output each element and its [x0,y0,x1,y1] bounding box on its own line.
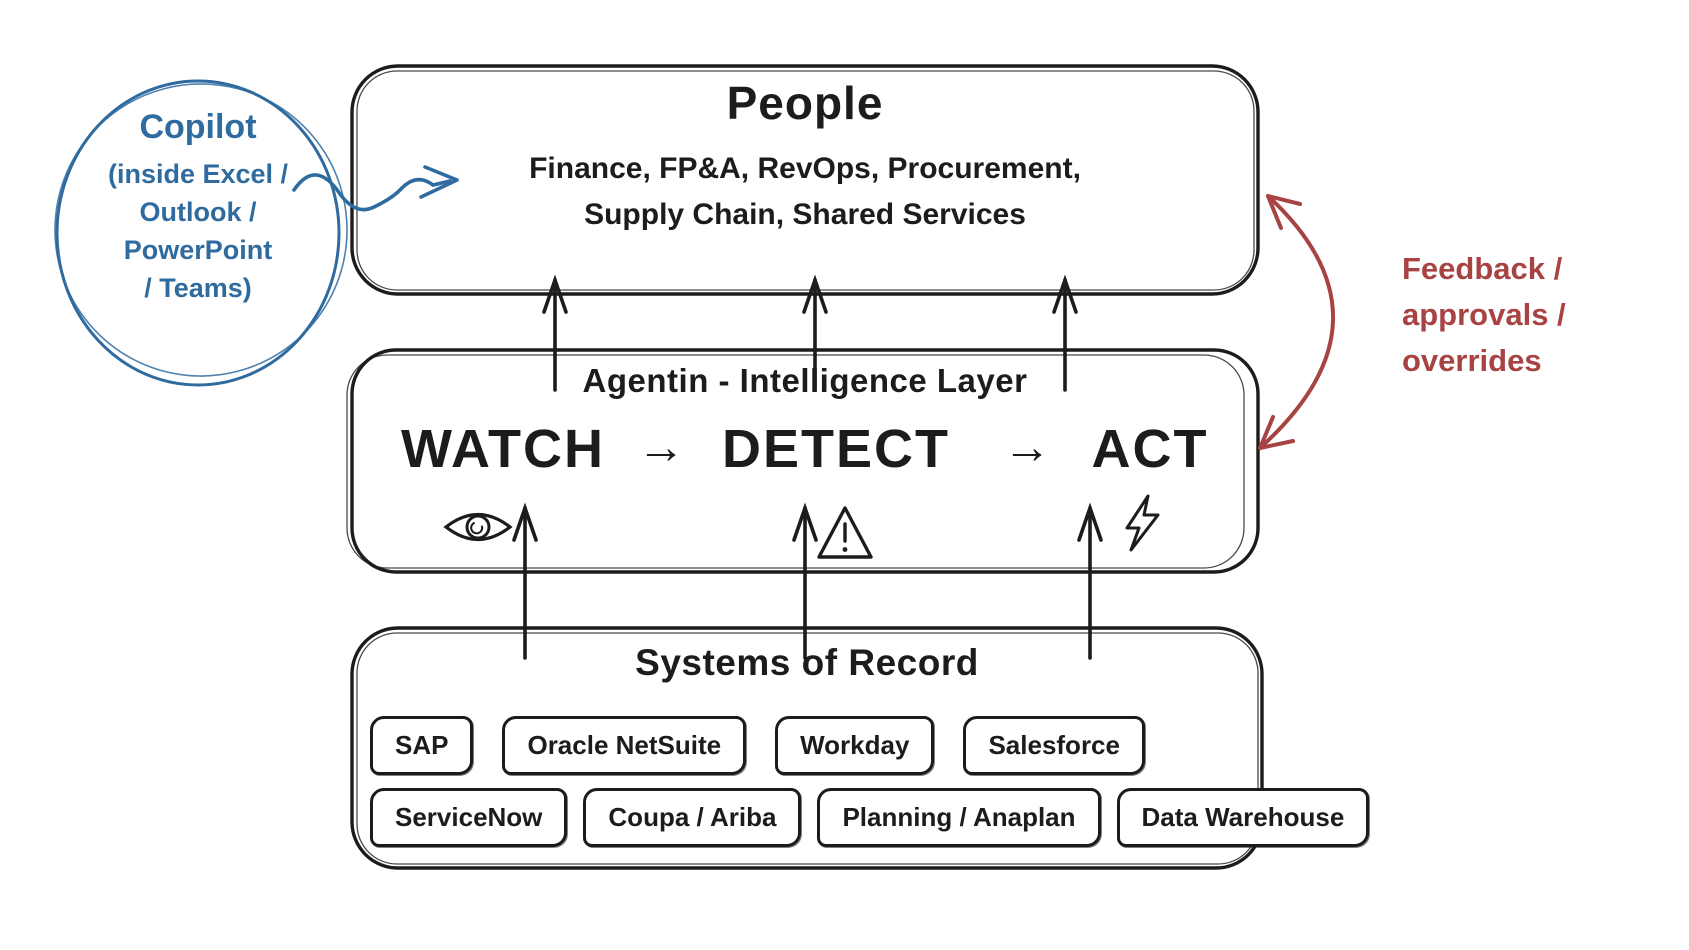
step-arrow-icon: → [637,421,685,474]
copilot-arrow [292,165,459,212]
arrows-systems-to-intelligence [512,502,1103,660]
feedback-note-line: overrides [1402,343,1542,378]
up-arrow [792,502,818,660]
eye-icon [443,513,513,541]
feedback-note-line: Feedback / [1402,251,1563,286]
people-box-subtitle-line1: Finance, FP&A, RevOps, Procurement, [529,152,1081,185]
chip-coupa-ariba: Coupa / Ariba [583,788,802,847]
people-box-title: People [726,77,884,129]
feedback-note: Feedback / approvals / overrides [1402,246,1566,384]
copilot-note-line: Outlook / [139,197,257,227]
systems-chip-row-1: SAP Oracle NetSuite Workday Salesforce [370,716,1270,775]
step-act: ACT [1091,419,1209,479]
up-arrow [512,502,538,660]
people-box-outline [350,64,1260,296]
feedback-note-line: approvals / [1402,297,1566,332]
step-detect: DETECT [722,419,950,479]
arrows-intelligence-to-people [542,274,1078,392]
chip-planning-anaplan: Planning / Anaplan [817,788,1101,847]
intelligence-layer-title: Agentin - Intelligence Layer [582,362,1028,399]
copilot-note-title: Copilot [139,108,257,146]
chip-servicenow: ServiceNow [370,788,568,847]
up-arrow [542,274,568,392]
copilot-circle [54,79,348,387]
chip-oracle-netsuite: Oracle NetSuite [502,716,747,775]
feedback-arrow [1258,194,1336,450]
lightning-bolt-icon [1125,494,1160,552]
warning-triangle-icon [817,506,873,559]
step-arrow-icon: → [1003,421,1051,474]
step-watch: WATCH [401,419,605,479]
copilot-note: Copilot (inside Excel / Outlook / PowerP… [62,108,334,307]
chip-data-warehouse: Data Warehouse [1116,788,1370,847]
copilot-note-line: PowerPoint [123,235,273,265]
chip-workday: Workday [775,716,935,775]
chip-sap: SAP [370,716,474,775]
systems-chip-row-2: ServiceNow Coupa / Ariba Planning / Anap… [370,788,1370,847]
systems-box-title: Systems of Record [635,642,979,683]
copilot-note-line: / Teams) [144,273,252,303]
intelligence-box-outline [346,348,1260,574]
people-box-subtitle-line2: Supply Chain, Shared Services [584,198,1026,231]
up-arrow [1077,502,1103,660]
copilot-note-line: (inside Excel / [107,159,289,189]
chip-salesforce: Salesforce [963,716,1145,775]
up-arrow [1052,274,1078,392]
up-arrow [802,274,828,392]
